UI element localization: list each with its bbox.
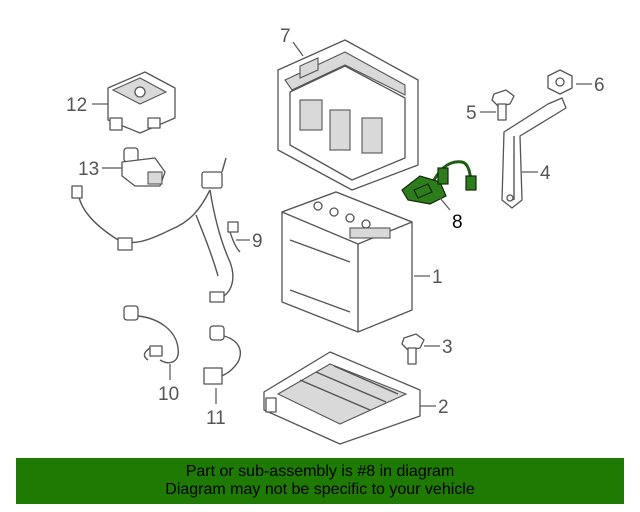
part-1-battery[interactable] [281, 191, 413, 333]
part-5-bolt[interactable] [491, 89, 515, 121]
banner-line-2: Diagram may not be specific to your vehi… [165, 481, 475, 498]
part-8-highlighted[interactable] [401, 160, 477, 205]
callout-3[interactable]: 3 [442, 337, 453, 358]
part-2-tray[interactable] [263, 351, 421, 445]
part-13-sensor[interactable] [121, 147, 166, 187]
callout-13[interactable]: 13 [78, 159, 99, 180]
part-12-terminal-block[interactable] [107, 71, 176, 134]
callout-9[interactable]: 9 [252, 231, 263, 252]
part-7-battery-box[interactable] [277, 39, 419, 191]
callout-7[interactable]: 7 [280, 26, 291, 47]
lead-8 [439, 197, 451, 211]
callout-5[interactable]: 5 [466, 103, 477, 124]
callout-1[interactable]: 1 [432, 267, 443, 288]
lead-7 [292, 41, 304, 57]
part-10-cable[interactable] [123, 305, 179, 364]
callout-8[interactable]: 8 [452, 212, 463, 233]
callout-6[interactable]: 6 [594, 75, 605, 96]
callout-2[interactable]: 2 [438, 397, 449, 418]
parts-diagram: 7 12 13 9 10 [66, 26, 605, 445]
part-11-cable[interactable] [203, 325, 242, 385]
callout-10[interactable]: 10 [158, 384, 179, 405]
part-4-bracket[interactable] [501, 97, 567, 209]
part-9-wiring-harness[interactable] [71, 157, 241, 303]
banner-line-1: Part or sub-assembly is #8 in diagram [185, 463, 455, 480]
callout-4[interactable]: 4 [540, 163, 551, 184]
callout-11[interactable]: 11 [206, 408, 226, 429]
callout-12[interactable]: 12 [66, 95, 87, 116]
part-6-nut[interactable] [547, 69, 573, 95]
info-banner: Part or sub-assembly is #8 in diagram Di… [16, 458, 624, 504]
part-3-bolt[interactable] [401, 333, 425, 365]
